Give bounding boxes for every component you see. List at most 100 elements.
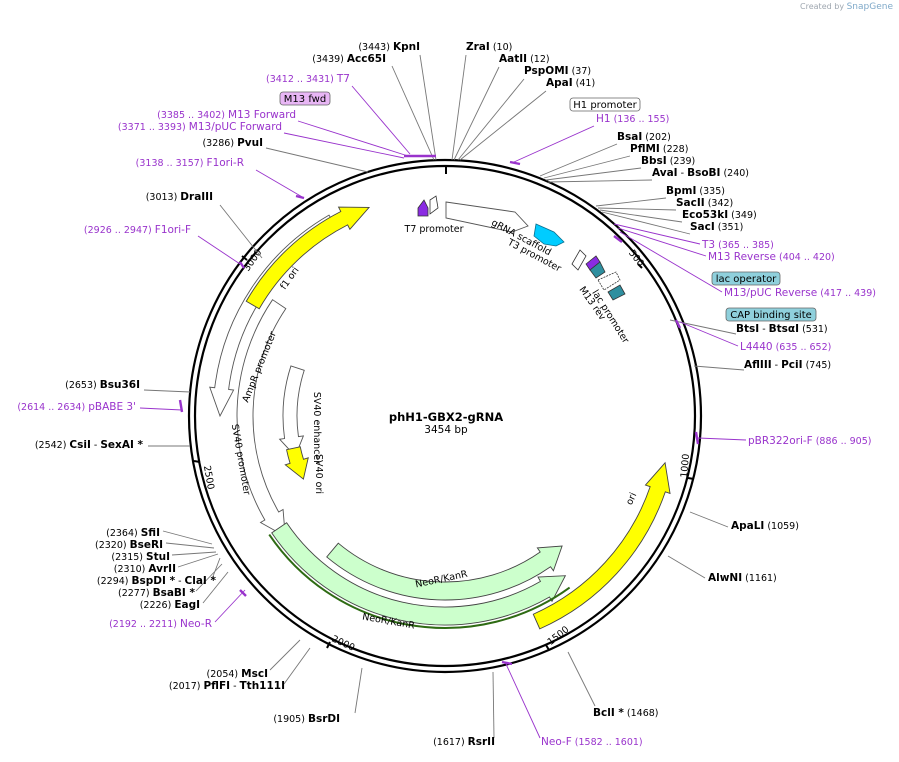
primer-label-neo-r: (2192 .. 2211) Neo-R [109, 618, 212, 630]
box-lac-operator [711, 271, 781, 286]
sv40-enhancer-arrow [278, 365, 305, 457]
site-name: BtsI [736, 323, 759, 335]
site-name: ClaI * [185, 575, 217, 587]
h1-mark [429, 195, 439, 215]
primer-leader-h1 [513, 125, 595, 163]
site-name: SfiI [141, 527, 160, 539]
primer-label-m13-forward: (3385 .. 3402) M13 Forward [157, 109, 296, 121]
primer-text: (3138 .. 3157) [136, 158, 207, 169]
primer-text: H1 [596, 113, 611, 125]
site-name: PspOMI [524, 65, 569, 77]
site-position: - [91, 440, 100, 451]
primer-label-m13-reverse: M13 Reverse (404 .. 420) [708, 251, 835, 263]
site-name: BclI * [593, 707, 624, 719]
site-leader-draiii [219, 204, 263, 259]
site-position: (3286) [202, 138, 237, 149]
primer-leader-m13-puc-forward [283, 132, 405, 159]
primer-label-m13-puc-forward: (3371 .. 3393) M13/pUC Forward [118, 121, 282, 133]
site-name: BsaBI * [153, 587, 196, 599]
site-leader-bspdi [211, 557, 221, 580]
site-name: SacII [676, 197, 705, 209]
site-name: AvrII [148, 563, 176, 575]
site-position: (745) [803, 360, 832, 371]
primer-text: (1582 .. 1601) [572, 737, 643, 748]
site-label-msci: (2054) MscI [207, 668, 268, 680]
primer-text: (3385 .. 3402) [157, 110, 228, 121]
site-name: PflMI [630, 143, 660, 155]
primer-text: (2926 .. 2947) [84, 225, 155, 236]
site-leader-pflmi [543, 155, 631, 179]
primer-text: pBABE 3' [88, 401, 136, 413]
site-position: (1617) [433, 737, 468, 748]
site-label-saci: SacI (351) [690, 221, 743, 233]
site-label-bpmi: BpmI (335) [666, 185, 725, 197]
site-position: (2364) [106, 528, 141, 539]
site-label-bspdi: (2294) BspDI * - ClaI * [97, 575, 217, 587]
site-position: (1905) [273, 714, 308, 725]
primer-mark-3 [178, 399, 184, 413]
primer-text: T3 [701, 239, 715, 251]
site-position: (2277) [118, 588, 153, 599]
primer-text: (365 .. 385) [715, 240, 774, 251]
primer-mark-7 [674, 319, 682, 329]
site-name: DraIII [180, 191, 213, 203]
site-leader-bseri [165, 542, 215, 549]
primer-mark-1 [295, 194, 305, 200]
t7-promoter-mark [417, 199, 429, 217]
primer-text: F1ori-R [207, 157, 244, 169]
primer-label-pbabe-3: (2614 .. 2634) pBABE 3' [17, 401, 136, 413]
site-leader-msci [269, 639, 301, 671]
ori-arrow [532, 461, 671, 630]
site-name: CsiI [69, 439, 90, 451]
site-leader-alwni [667, 555, 706, 579]
site-label-bcli: BclI * (1468) [593, 707, 659, 719]
site-name: PflFI [203, 680, 230, 692]
primer-text: M13 Forward [228, 109, 296, 121]
primer-marks [178, 154, 700, 666]
primer-text: pBR322ori-F [748, 435, 813, 447]
site-leader-bcli [567, 651, 596, 707]
site-position: (12) [527, 54, 550, 65]
site-leader-afliii [693, 365, 745, 371]
primer-text: L4440 [740, 341, 773, 353]
primer-leader-f1ori-r [255, 169, 305, 199]
site-label-apai: ApaI (41) [546, 77, 595, 89]
grna-scaffold-arrow [445, 201, 529, 233]
site-label-bsrdi: (1905) BsrDI [273, 713, 340, 725]
site-position: (239) [667, 156, 696, 167]
site-label-bsai: BsaI (202) [617, 131, 671, 143]
site-name: RsrII [468, 736, 495, 748]
primer-leader-neo-f [505, 663, 541, 739]
site-position: (1468) [624, 708, 659, 719]
site-position: (1059) [764, 521, 799, 532]
site-name: AlwNI [708, 572, 742, 584]
site-leader-eco53ki [599, 209, 683, 223]
primer-mark-5 [501, 660, 513, 666]
site-position: (3439) [312, 54, 347, 65]
primer-text: (886 .. 905) [813, 436, 872, 447]
snapgene-credit: Created by SnapGene [800, 2, 893, 12]
plasmid-length: 3454 bp [424, 424, 468, 436]
primer-text: (2614 .. 2634) [17, 402, 88, 413]
box-label-h1-promoter: H1 promoter [573, 100, 637, 111]
site-name: KpnI [393, 41, 420, 53]
site-leader-apali [689, 511, 729, 528]
site-label-btsi: BtsI - BtsαI (531) [736, 323, 828, 335]
site-label-avrii: (2310) AvrII [114, 563, 176, 575]
primer-leader-t3 [613, 223, 701, 245]
primer-text: (136 .. 155) [611, 114, 670, 125]
site-position: (41) [573, 78, 596, 89]
site-name: BsaI [617, 131, 642, 143]
site-leader-bpmi [595, 197, 667, 207]
primer-mark-6 [694, 431, 700, 445]
site-position: (3013) [146, 192, 181, 203]
site-position: (2294) [97, 576, 132, 587]
tick-2500: 2500 [201, 465, 216, 491]
primer-text: (3371 .. 3393) [118, 122, 189, 133]
site-leader-eagi [202, 571, 229, 604]
primer-label-t3: T3 (365 .. 385) [701, 239, 774, 251]
feature-label-sv40-ori: SV40 ori [313, 454, 324, 494]
primer-text: Neo-R [180, 618, 212, 630]
site-leader-sfii [162, 530, 213, 545]
site-leader-pflfi [283, 647, 311, 685]
